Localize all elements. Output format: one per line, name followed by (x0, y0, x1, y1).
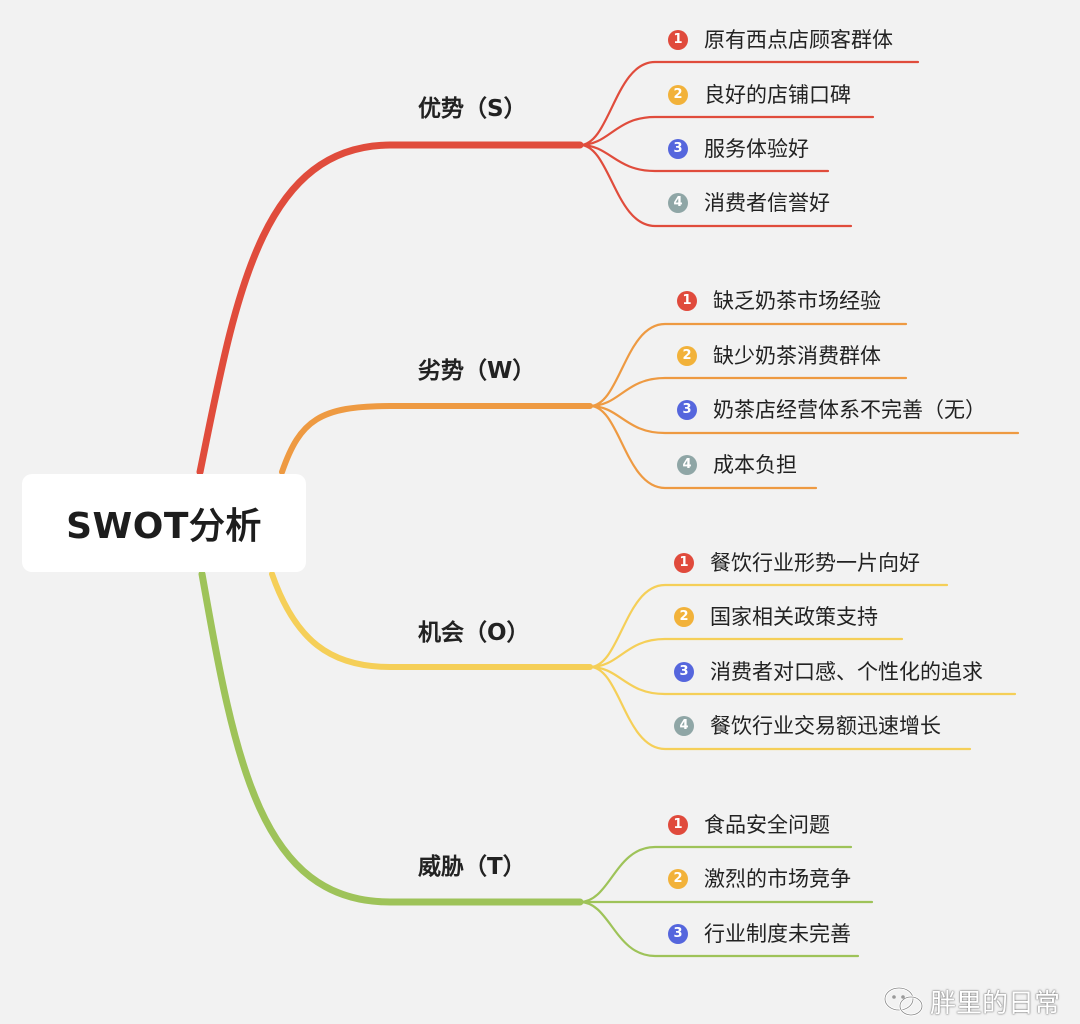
root-node[interactable]: SWOT分析 (22, 474, 306, 572)
number-badge-1: 1 (674, 553, 694, 573)
root-to-opportunities (269, 571, 593, 670)
leaf-text: 缺乏奶茶市场经验 (713, 289, 881, 313)
connector-weakness-4 (588, 404, 818, 490)
leaf-text: 餐饮行业形势一片向好 (710, 551, 920, 575)
leaf-text: 服务体验好 (704, 137, 809, 161)
leaf-text: 激烈的市场竞争 (704, 867, 851, 891)
branch-threats-label[interactable]: 威胁（T） (418, 854, 526, 880)
connector-threat-3 (578, 900, 860, 958)
leaf-opportunity-4[interactable]: 4 餐饮行业交易额迅速增长 (674, 710, 941, 742)
leaf-strength-4[interactable]: 4 消费者信誉好 (668, 187, 830, 219)
connector-opportunity-1 (588, 583, 949, 669)
leaf-text: 食品安全问题 (704, 813, 830, 837)
number-badge-2: 2 (668, 869, 688, 889)
number-badge-3: 3 (668, 924, 688, 944)
number-badge-1: 1 (668, 30, 688, 50)
number-badge-1: 1 (668, 815, 688, 835)
watermark: 胖里的日常 (882, 983, 1060, 1020)
number-badge-2: 2 (668, 85, 688, 105)
leaf-text: 行业制度未完善 (704, 922, 851, 946)
leaf-text: 良好的店铺口碑 (704, 83, 851, 107)
number-badge-3: 3 (677, 400, 697, 420)
connector-strength-2 (578, 115, 875, 147)
leaf-threat-1[interactable]: 1 食品安全问题 (668, 809, 830, 841)
connector-weakness-3 (588, 404, 1020, 435)
connector-strength-3 (578, 143, 830, 173)
connector-strength-1 (578, 60, 920, 147)
leaf-weakness-3[interactable]: 3 奶茶店经营体系不完善（无） (677, 394, 986, 426)
root-label: SWOT分析 (66, 506, 262, 547)
branch-opportunities-label[interactable]: 机会（O） (418, 620, 530, 646)
connector-weakness-1 (588, 322, 908, 408)
leaf-opportunity-2[interactable]: 2 国家相关政策支持 (674, 601, 878, 633)
leaf-opportunity-1[interactable]: 1 餐饮行业形势一片向好 (674, 547, 920, 579)
leaf-text: 原有西点店顾客群体 (704, 28, 893, 52)
leaf-text: 奶茶店经营体系不完善（无） (713, 398, 986, 422)
root-to-strengths (196, 141, 584, 476)
leaf-strength-3[interactable]: 3 服务体验好 (668, 133, 809, 165)
number-badge-3: 3 (674, 662, 694, 682)
leaf-opportunity-3[interactable]: 3 消费者对口感、个性化的追求 (674, 656, 983, 688)
watermark-text: 胖里的日常 (929, 989, 1060, 1019)
connector-threat-1 (578, 845, 853, 904)
wechat-icon (883, 986, 924, 1016)
connector-opportunity-4 (588, 665, 972, 751)
leaf-text: 消费者对口感、个性化的追求 (710, 660, 983, 684)
leaf-weakness-1[interactable]: 1 缺乏奶茶市场经验 (677, 285, 881, 317)
leaf-text: 国家相关政策支持 (710, 605, 878, 629)
leaf-weakness-2[interactable]: 2 缺少奶茶消费群体 (677, 340, 881, 372)
leaf-text: 餐饮行业交易额迅速增长 (710, 714, 941, 738)
number-badge-2: 2 (677, 346, 697, 366)
connector-opportunity-2 (588, 637, 904, 669)
leaf-text: 成本负担 (713, 453, 797, 477)
connector-weakness-2 (588, 376, 908, 408)
leaf-threat-2[interactable]: 2 激烈的市场竞争 (668, 863, 851, 895)
root-to-threats (198, 570, 584, 906)
connector-strength-4 (578, 143, 853, 228)
leaf-strength-1[interactable]: 1 原有西点店顾客群体 (668, 24, 893, 56)
leaf-threat-3[interactable]: 3 行业制度未完善 (668, 918, 851, 950)
number-badge-1: 1 (677, 291, 697, 311)
number-badge-4: 4 (674, 716, 694, 736)
leaf-text: 缺少奶茶消费群体 (713, 344, 881, 368)
branch-strengths-label[interactable]: 优势（S） (418, 96, 527, 122)
number-badge-2: 2 (674, 607, 694, 627)
connector-opportunity-3 (588, 665, 1017, 696)
number-badge-3: 3 (668, 139, 688, 159)
leaf-weakness-4[interactable]: 4 成本负担 (677, 449, 797, 481)
number-badge-4: 4 (668, 193, 688, 213)
leaf-text: 消费者信誉好 (704, 191, 830, 215)
branch-weaknesses-label[interactable]: 劣势（W） (418, 358, 536, 384)
leaf-strength-2[interactable]: 2 良好的店铺口碑 (668, 79, 851, 111)
number-badge-4: 4 (677, 455, 697, 475)
root-to-weaknesses (279, 403, 593, 475)
